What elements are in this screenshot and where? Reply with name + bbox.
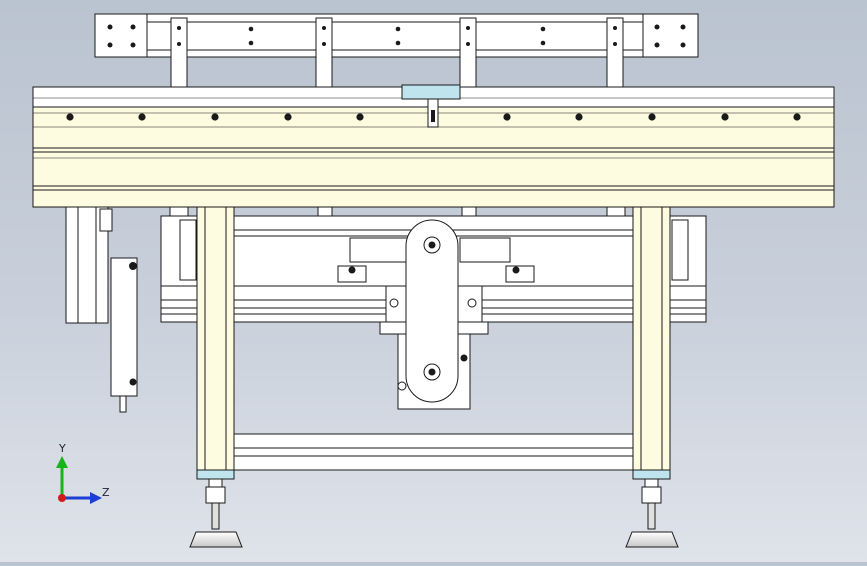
side-cylinder xyxy=(65,206,138,413)
z-axis-arrow xyxy=(90,492,102,504)
conveyor-frame xyxy=(32,84,835,208)
coordinate-triad xyxy=(56,456,102,504)
lift-mechanism xyxy=(379,219,489,410)
x-axis-dot xyxy=(58,494,66,502)
top-guide-rail xyxy=(94,13,699,58)
support-legs xyxy=(196,206,671,480)
lower-beam xyxy=(233,433,634,471)
triad-z-label: Z xyxy=(102,486,110,499)
y-axis-arrow xyxy=(56,456,68,468)
triad-y-label: Y xyxy=(59,442,66,455)
leveling-feet xyxy=(189,478,679,548)
